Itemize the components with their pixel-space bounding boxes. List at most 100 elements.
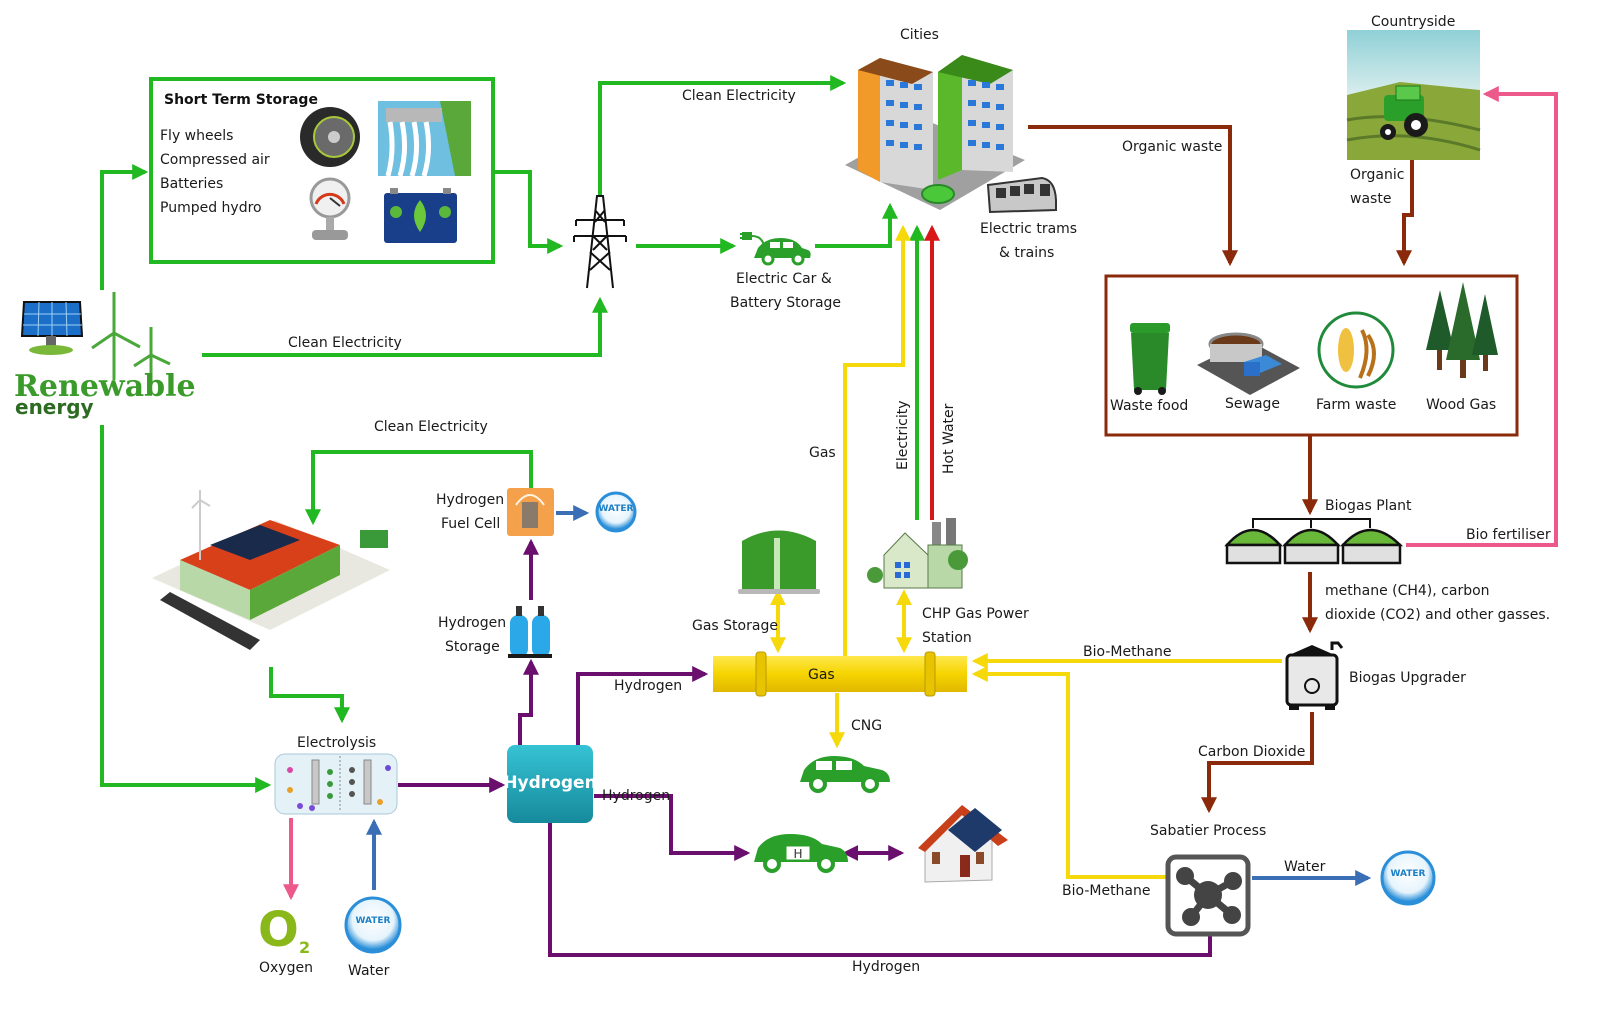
water-label: Water	[348, 963, 390, 979]
trams-label: & trains	[999, 245, 1054, 261]
biogas-upgrader-label: Biogas Upgrader	[1349, 670, 1466, 686]
storage-item: Pumped hydro	[160, 200, 262, 216]
electrolysis-node[interactable]: Electrolysis	[274, 735, 398, 815]
pumped-hydro-icon	[378, 101, 471, 177]
flow-biomethane-sabatier	[971, 666, 1168, 879]
waste-source-label: Wood Gas	[1426, 397, 1496, 413]
hydrogen-storage-node[interactable]: Hydrogen Storage	[438, 606, 552, 658]
pressure-gauge-icon	[309, 177, 351, 240]
flow-gas-to-cities	[843, 224, 911, 672]
label-bio-fertiliser: Bio fertiliser	[1466, 527, 1551, 543]
cities-node[interactable]: Cities	[845, 27, 1077, 261]
label-cng: CNG	[851, 718, 882, 734]
storage-item: Batteries	[160, 176, 223, 192]
waste-source-label: Waste food	[1110, 398, 1188, 414]
power-station-icon	[867, 518, 968, 589]
hydrogen-fuel-cell-node[interactable]: Hydrogen Fuel Cell	[436, 488, 554, 536]
hydrogen-car-icon: H	[754, 834, 848, 873]
chp-label: CHP Gas Power	[922, 606, 1029, 622]
short-term-storage-box[interactable]: Short Term Storage Fly wheels Compressed…	[149, 77, 495, 264]
electric-car-label: Battery Storage	[730, 295, 841, 311]
label-hydrogen-to-gas: Hydrogen	[614, 678, 682, 694]
renewable-energy-node[interactable]: Renewable energy	[14, 292, 196, 419]
city-buildings-icon	[845, 55, 1025, 210]
water-badge-text: WATER	[1390, 869, 1425, 879]
flow-renewable-to-electrolysis	[100, 425, 272, 793]
water-badge-text: WATER	[598, 504, 633, 514]
waste-sources-box[interactable]: Waste food Sewage Farm waste Wood Gas	[1104, 274, 1519, 437]
biogas-digester-icon	[1224, 518, 1404, 565]
cng-car-icon[interactable]	[800, 756, 890, 793]
waste-bin-icon	[1130, 323, 1170, 395]
chp-station-node[interactable]: CHP Gas Power Station	[867, 518, 1029, 646]
house-icon[interactable]	[918, 805, 1008, 883]
factory-node[interactable]	[152, 490, 390, 650]
electrolysis-label: Electrolysis	[297, 735, 376, 751]
chp-label: Station	[922, 630, 972, 646]
flow-storage-to-pylon	[495, 170, 564, 254]
flow-lines	[100, 75, 1558, 957]
waste-source-label: Sewage	[1225, 396, 1280, 412]
fuel-cell-label: Fuel Cell	[441, 516, 500, 532]
water-input-electrolysis[interactable]: WATER Water	[344, 896, 402, 979]
hydrogen-storage-label: Hydrogen	[438, 615, 506, 631]
gas-pipeline-node[interactable]: Gas	[713, 651, 967, 697]
biogas-output-label: methane (CH4), carbon	[1325, 583, 1490, 599]
methane-molecule-icon	[1165, 854, 1251, 937]
biogas-plant-node[interactable]: Biogas Plant methane (CH4), carbon dioxi…	[1224, 498, 1550, 623]
label-bio-methane-sabatier: Bio-Methane	[1062, 883, 1151, 899]
gas-cylinder-icon	[508, 606, 552, 658]
storage-title: Short Term Storage	[164, 92, 318, 108]
hydrogen-hub-label: Hydrogen	[503, 773, 596, 793]
flow-bio-fertiliser	[1406, 86, 1558, 547]
countryside-node[interactable]: Countryside Organic waste	[1346, 14, 1481, 207]
gas-pipe-label: Gas	[808, 667, 835, 683]
countryside-waste-label: Organic	[1350, 167, 1404, 183]
solar-panel-icon	[20, 301, 84, 355]
fuel-cell-icon	[507, 488, 554, 536]
cities-label: Cities	[900, 27, 939, 43]
label-clean-electricity-top: Clean Electricity	[682, 88, 796, 104]
electrolysis-cell-icon	[274, 753, 398, 815]
gas-storage-label: Gas Storage	[692, 618, 778, 634]
farm-waste-icon	[1317, 311, 1395, 389]
hydrogen-car-node[interactable]: H	[754, 834, 848, 873]
flow-factory-to-electrolysis	[269, 667, 350, 724]
o2-symbol: O	[258, 902, 299, 958]
flow-labels: Clean Electricity Clean Electricity Clea…	[288, 88, 1551, 975]
flow-hydrogen-to-car	[594, 794, 751, 861]
biogas-upgrader-node[interactable]: Biogas Upgrader	[1285, 641, 1466, 710]
factory-building-icon	[152, 490, 390, 650]
biogas-plant-label: Biogas Plant	[1325, 498, 1412, 514]
upgrader-tank-icon	[1285, 641, 1344, 710]
wind-turbine-icon	[91, 292, 171, 383]
storage-item: Fly wheels	[160, 128, 233, 144]
sabatier-node[interactable]: Sabatier Process	[1150, 823, 1266, 937]
flow-cities-organic-waste	[1028, 125, 1238, 267]
label-bio-methane-upgrader: Bio-Methane	[1083, 644, 1172, 660]
electric-car-icon	[754, 238, 811, 266]
trams-label: Electric trams	[980, 221, 1077, 237]
label-clean-electricity-factory: Clean Electricity	[374, 419, 488, 435]
fuel-cell-label: Hydrogen	[436, 492, 504, 508]
water-output-fuelcell: WATER	[595, 491, 637, 533]
biogas-output-label: dioxide (CO2) and other gasses.	[1325, 607, 1550, 623]
electric-car-label: Electric Car &	[736, 271, 832, 287]
storage-item: Compressed air	[160, 152, 270, 168]
electric-car-node[interactable]: Electric Car & Battery Storage	[730, 232, 841, 311]
flow-ecar-to-cities	[815, 202, 898, 248]
oxygen-node[interactable]: O 2 Oxygen	[258, 902, 313, 976]
gas-storage-node[interactable]: Gas Storage	[692, 530, 820, 635]
label-carbon-dioxide: Carbon Dioxide	[1198, 744, 1305, 760]
power-pylon-icon[interactable]	[573, 195, 627, 289]
flow-hydrogen-to-sabatier	[548, 823, 1218, 957]
flywheel-icon	[300, 107, 360, 167]
label-electricity-up: Electricity	[895, 400, 911, 470]
countryside-waste-label: waste	[1350, 191, 1391, 207]
label-gas-up: Gas	[809, 445, 836, 461]
hydrogen-hub-node[interactable]: Hydrogen	[503, 745, 597, 823]
o2-icon: O 2	[258, 902, 310, 958]
o2-subscript: 2	[299, 938, 310, 957]
battery-icon	[384, 188, 457, 243]
flow-countryside-organic-waste	[1396, 160, 1414, 267]
